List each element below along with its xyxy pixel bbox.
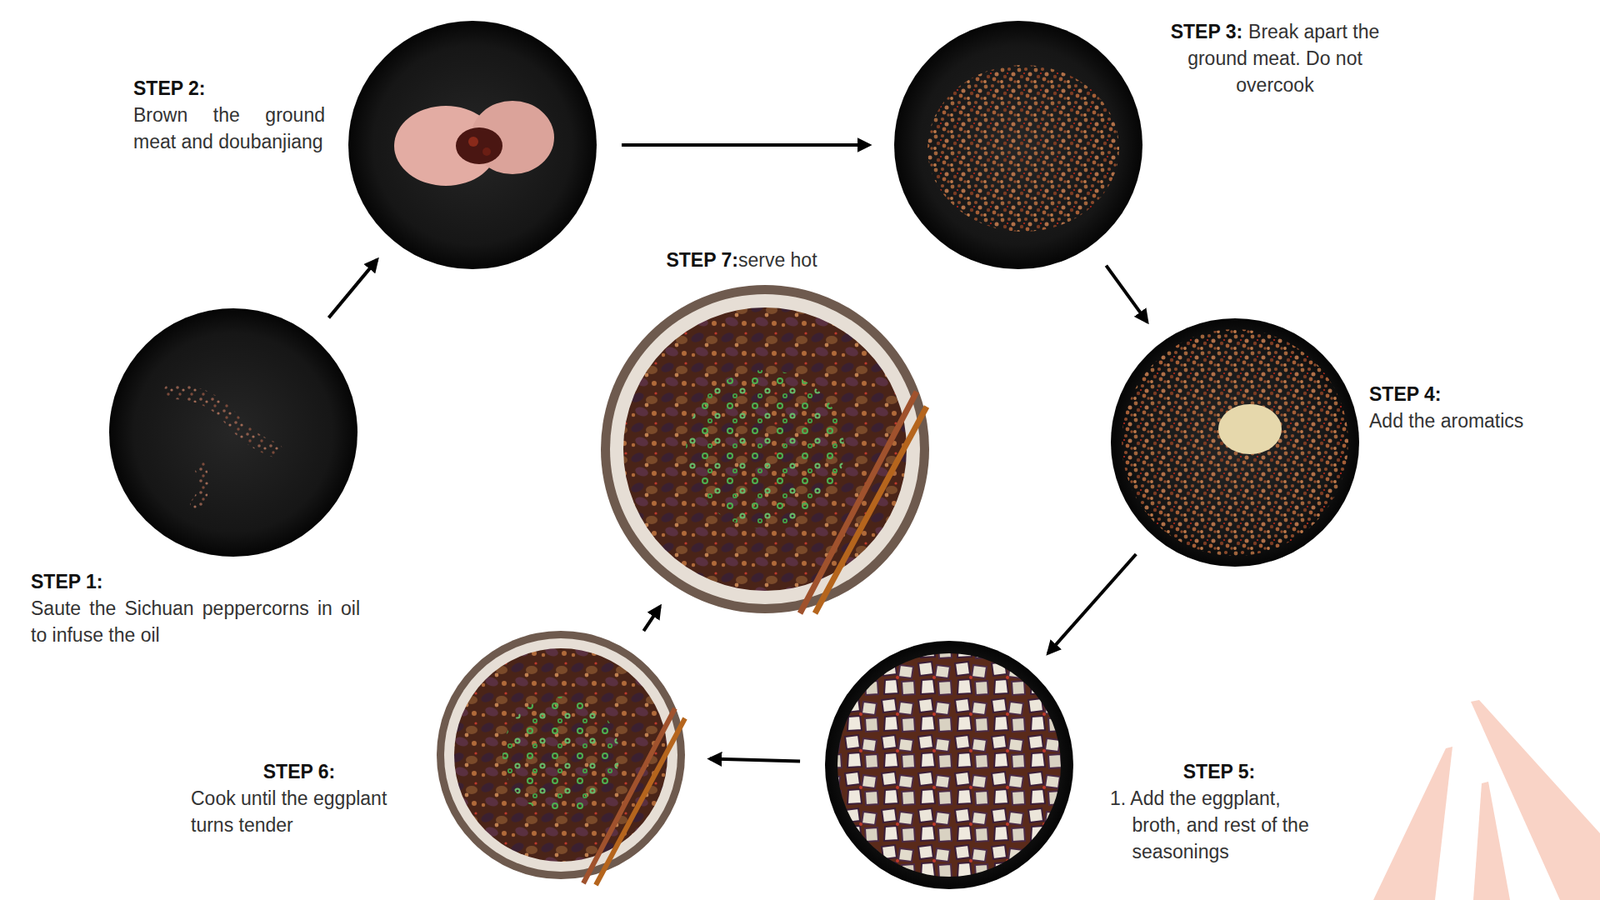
step-description: Cook until the eggplant turns tender xyxy=(190,785,408,839)
step-heading: STEP 1: xyxy=(30,568,360,595)
step-circle: STEP 7:serve hot xyxy=(600,285,930,614)
step-description: Add the aromatics xyxy=(1369,407,1578,435)
flow-arrow xyxy=(328,260,377,319)
step-circle: STEP 4:Add the aromatics xyxy=(1110,318,1360,567)
step-description: serve hot xyxy=(738,249,818,271)
step-heading: STEP 7: xyxy=(665,249,739,271)
step-caption: STEP 3:Break apart the ground meat. Do n… xyxy=(1162,18,1388,99)
flow-arrow xyxy=(643,606,660,631)
step-caption: STEP 6:Cook until the eggplant turns ten… xyxy=(190,758,408,839)
flow-arrow xyxy=(1048,554,1137,654)
flow-arrow xyxy=(1105,265,1147,323)
step-description: Brown the ground meat and doubanjiang xyxy=(133,101,325,155)
step-circle: STEP 1:Saute the Sichuan peppercorns in … xyxy=(109,308,358,557)
flow-arrow xyxy=(710,759,800,762)
step-heading: STEP 6: xyxy=(190,758,408,785)
step-caption: STEP 2:Brown the ground meat and doubanj… xyxy=(133,75,325,155)
step-heading: STEP 5: xyxy=(1110,758,1329,785)
flow-arrow xyxy=(621,143,870,147)
step-circle: STEP 2:Brown the ground meat and doubanj… xyxy=(348,20,597,270)
step-circle: STEP 6:Cook until the eggplant turns ten… xyxy=(436,630,685,880)
step-caption: STEP 5:1. Add the eggplant, broth, and r… xyxy=(1110,758,1329,865)
step-description: Saute the Sichuan peppercorns in oil to … xyxy=(30,595,360,649)
step-circle: STEP 5:1. Add the eggplant, broth, and r… xyxy=(825,640,1074,890)
step-description: 1. Add the eggplant, broth, and rest of … xyxy=(1110,785,1329,865)
step-heading: STEP 4: xyxy=(1369,380,1578,408)
step-caption: STEP 7:serve hot xyxy=(633,246,850,274)
step-heading: STEP 2: xyxy=(133,75,325,102)
step-caption: STEP 1:Saute the Sichuan peppercorns in … xyxy=(30,568,360,649)
step-heading: STEP 3: xyxy=(1170,20,1244,43)
step-caption: STEP 4:Add the aromatics xyxy=(1369,380,1578,435)
step-circle: STEP 3:Break apart the ground meat. Do n… xyxy=(894,20,1143,270)
